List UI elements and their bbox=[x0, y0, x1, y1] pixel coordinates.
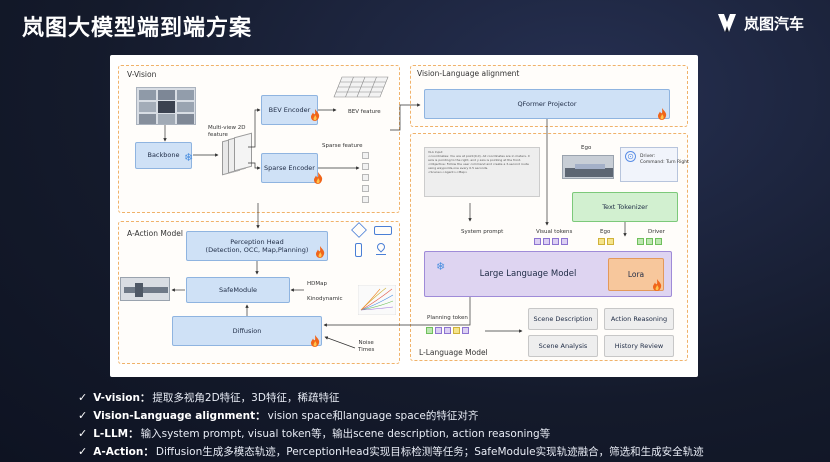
perception-head-box: Perception Head (Detection, OCC, Map,Pla… bbox=[186, 231, 328, 261]
summary-bullets: ✓ V-vision： 提取多视角2D特征，3D特征，稀疏特征 ✓ Vision… bbox=[78, 388, 704, 460]
diffusion-label: Diffusion bbox=[232, 326, 262, 335]
visual-tokens-label: Visual tokens bbox=[536, 229, 573, 235]
text-tokenizer-box: Text Tokenizer bbox=[572, 192, 678, 222]
bev-feature-label: BEV feature bbox=[348, 109, 381, 115]
page-title: 岚图大模型端到端方案 bbox=[22, 16, 253, 41]
trajectory-samples-icon bbox=[358, 285, 396, 315]
perception-task-icons bbox=[350, 222, 398, 261]
safe-module-label: SafeModule bbox=[218, 285, 258, 294]
bullet-text: Diffusion生成多模态轨迹，PerceptionHead实现目标检测等任务… bbox=[155, 445, 704, 458]
location-pin-icon bbox=[375, 241, 387, 255]
traffic-light-icon bbox=[355, 243, 362, 257]
bev-encoder-box: BEV Encoder bbox=[261, 95, 318, 125]
trajectory-output-image bbox=[120, 277, 170, 301]
trainable-flame-icon bbox=[310, 106, 320, 121]
perception-head-label: Perception Head (Detection, OCC, Map,Pla… bbox=[205, 237, 309, 254]
trainable-flame-icon bbox=[657, 105, 667, 120]
bullet-text: 输入system prompt, visual token等，输出scene d… bbox=[140, 427, 551, 440]
brand-mark-icon bbox=[718, 14, 736, 32]
history-review-box: History Review bbox=[604, 335, 674, 357]
action-reasoning-box: Action Reasoning bbox=[604, 308, 674, 330]
ego-tokens-label: Ego bbox=[600, 229, 611, 235]
backbone-box: Backbone bbox=[135, 142, 192, 169]
steering-wheel-icon: ⊙ bbox=[625, 151, 636, 162]
occupancy-cube-icon bbox=[351, 222, 367, 238]
check-icon: ✓ bbox=[78, 426, 88, 440]
lora-label: Lora bbox=[627, 269, 645, 279]
driver-tokens-label: Driver bbox=[648, 229, 665, 235]
a-action-title: A-Action Model bbox=[127, 229, 183, 238]
ego-image-label: Ego bbox=[581, 145, 592, 151]
scene-description-box: Scene Description bbox=[528, 308, 598, 330]
vla-input-text: VLA Input <coordinates: You are at point… bbox=[424, 147, 540, 197]
architecture-diagram: V-Vision Vision-Language alignment L-Lan… bbox=[110, 55, 698, 377]
bullet-text: 提取多视角2D特征，3D特征，稀疏特征 bbox=[152, 391, 340, 404]
lora-box: Lora bbox=[608, 258, 664, 291]
trainable-flame-icon bbox=[313, 169, 323, 184]
frozen-snowflake-icon: ❄ bbox=[184, 151, 194, 164]
text-tokenizer-label: Text Tokenizer bbox=[602, 202, 648, 211]
check-icon: ✓ bbox=[78, 390, 88, 404]
frozen-snowflake-icon: ❄ bbox=[436, 260, 446, 273]
bullet-key: A-Action： bbox=[93, 445, 154, 458]
ego-camera-image bbox=[562, 155, 614, 179]
brand-name: 岚图汽车 bbox=[744, 14, 805, 33]
noise-times-label: Noise Times bbox=[358, 340, 375, 353]
bev-grid-icon bbox=[333, 76, 389, 98]
bullet-vl-alignment: ✓ Vision-Language alignment： vision spac… bbox=[78, 406, 704, 424]
scene-analysis-box: Scene Analysis bbox=[528, 335, 598, 357]
scene-description-label: Scene Description bbox=[533, 314, 593, 323]
history-review-label: History Review bbox=[614, 341, 664, 350]
v-vision-title: V-Vision bbox=[127, 70, 157, 79]
driver-command-label: Driver: Command: Turn Right bbox=[640, 154, 689, 166]
qformer-projector-label: QFormer Projector bbox=[517, 99, 577, 108]
diffusion-box: Diffusion bbox=[172, 316, 322, 346]
vl-alignment-title: Vision-Language alignment bbox=[417, 69, 520, 78]
planning-token-label: Planning token bbox=[427, 315, 468, 321]
bev-encoder-label: BEV Encoder bbox=[268, 105, 311, 114]
check-icon: ✓ bbox=[78, 408, 88, 422]
qformer-projector-box: QFormer Projector bbox=[424, 89, 670, 119]
backbone-label: Backbone bbox=[147, 151, 180, 160]
trainable-flame-icon bbox=[652, 276, 662, 291]
trainable-flame-icon bbox=[315, 243, 325, 258]
driver-command-box: ⊙ Driver: Command: Turn Right bbox=[620, 147, 689, 182]
safe-module-box: SafeModule bbox=[186, 277, 290, 303]
trainable-flame-icon bbox=[310, 332, 320, 347]
scene-analysis-label: Scene Analysis bbox=[538, 341, 588, 350]
bullet-key: Vision-Language alignment： bbox=[93, 409, 266, 422]
l-language-title: L-Language Model bbox=[419, 348, 488, 357]
sparse-feature-label: Sparse feature bbox=[322, 143, 363, 149]
bullet-l-llm: ✓ L-LLM： 输入system prompt, visual token等，… bbox=[78, 424, 704, 442]
llm-label: Large Language Model bbox=[479, 268, 577, 279]
check-icon: ✓ bbox=[78, 444, 88, 458]
bullet-key: V-vision： bbox=[93, 391, 151, 404]
sparse-encoder-box: Sparse Encoder bbox=[261, 153, 318, 183]
bullet-a-action: ✓ A-Action： Diffusion生成多模态轨迹，PerceptionH… bbox=[78, 442, 704, 460]
action-reasoning-label: Action Reasoning bbox=[610, 314, 668, 323]
kinodynamic-label: Kinodynamic bbox=[307, 296, 343, 302]
system-prompt-label: System prompt bbox=[461, 229, 504, 235]
multiview-feature-label: Multi-view 2D feature bbox=[208, 125, 246, 138]
brand-logo: 岚图汽车 bbox=[716, 12, 804, 34]
truck-icon bbox=[374, 226, 392, 235]
camera-views-image bbox=[136, 87, 196, 125]
bullet-text: vision space和language space的特征对齐 bbox=[267, 409, 479, 422]
hdmap-label: HDMap bbox=[307, 281, 327, 287]
bullet-v-vision: ✓ V-vision： 提取多视角2D特征，3D特征，稀疏特征 bbox=[78, 388, 704, 406]
bullet-key: L-LLM： bbox=[93, 427, 139, 440]
sparse-encoder-label: Sparse Encoder bbox=[264, 163, 315, 172]
